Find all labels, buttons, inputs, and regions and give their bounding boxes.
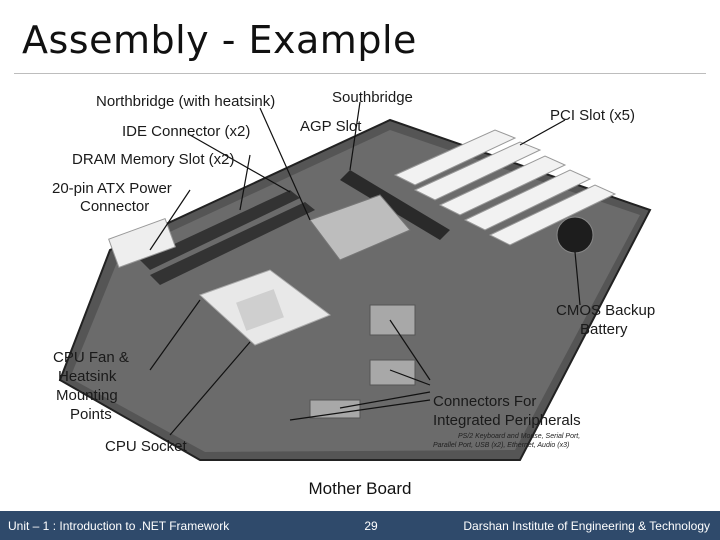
dram-slot-1 [140, 190, 300, 270]
cmos-battery-shape [556, 216, 594, 254]
atx-connector-shape [108, 218, 176, 268]
label-connectors-line1: Connectors For [433, 393, 536, 410]
label-cmos-line1: CMOS Backup [556, 302, 655, 319]
agp-slot-shape [340, 170, 450, 240]
slide-title: Assembly - Example [22, 18, 417, 62]
label-ide: IDE Connector (x2) [122, 123, 250, 140]
motherboard-illustration: Northbridge (with heatsink) Southbridge … [52, 89, 655, 461]
label-atx-line1: 20-pin ATX Power [52, 180, 172, 197]
footer-unit: Unit – 1 : Introduction to .NET Framewor… [8, 519, 230, 533]
label-southbridge: Southbridge [332, 89, 413, 106]
label-northbridge: Northbridge (with heatsink) [96, 93, 275, 110]
figure-caption: Mother Board [308, 479, 412, 498]
motherboard-figure: Northbridge (with heatsink) Southbridge … [50, 80, 670, 472]
label-cpu-socket: CPU Socket [105, 438, 188, 455]
pci-slots [393, 129, 617, 246]
slide-footer: Unit – 1 : Introduction to .NET Framewor… [0, 511, 720, 540]
label-pci: PCI Slot (x5) [550, 107, 635, 124]
leader-lines [149, 101, 581, 436]
cpu-socket-lever [236, 289, 284, 331]
dram-slot-2 [150, 202, 315, 285]
northbridge-heatsink [309, 194, 411, 261]
label-connectors-line2: Integrated Peripherals [433, 412, 581, 429]
label-dram: DRAM Memory Slot (x2) [72, 151, 235, 168]
label-fan-line1: CPU Fan & [53, 349, 129, 366]
io-connectors [309, 304, 416, 419]
title-divider [14, 73, 706, 74]
label-connectors-detail1: PS/2 Keyboard and Mouse, Serial Port, [458, 433, 580, 440]
footer-page-number: 29 [364, 519, 378, 533]
label-fan-line4: Points [70, 406, 112, 423]
label-fan-line2: Heatsink [58, 368, 117, 385]
label-cmos-line2: Battery [580, 321, 628, 338]
label-agp: AGP Slot [300, 118, 362, 135]
label-atx-line2: Connector [80, 198, 149, 215]
footer-institute: Darshan Institute of Engineering & Techn… [463, 519, 710, 533]
label-fan-line3: Mounting [56, 387, 118, 404]
label-connectors-detail2: Parallel Port, USB (x2), Ethernet, Audio… [433, 442, 569, 449]
